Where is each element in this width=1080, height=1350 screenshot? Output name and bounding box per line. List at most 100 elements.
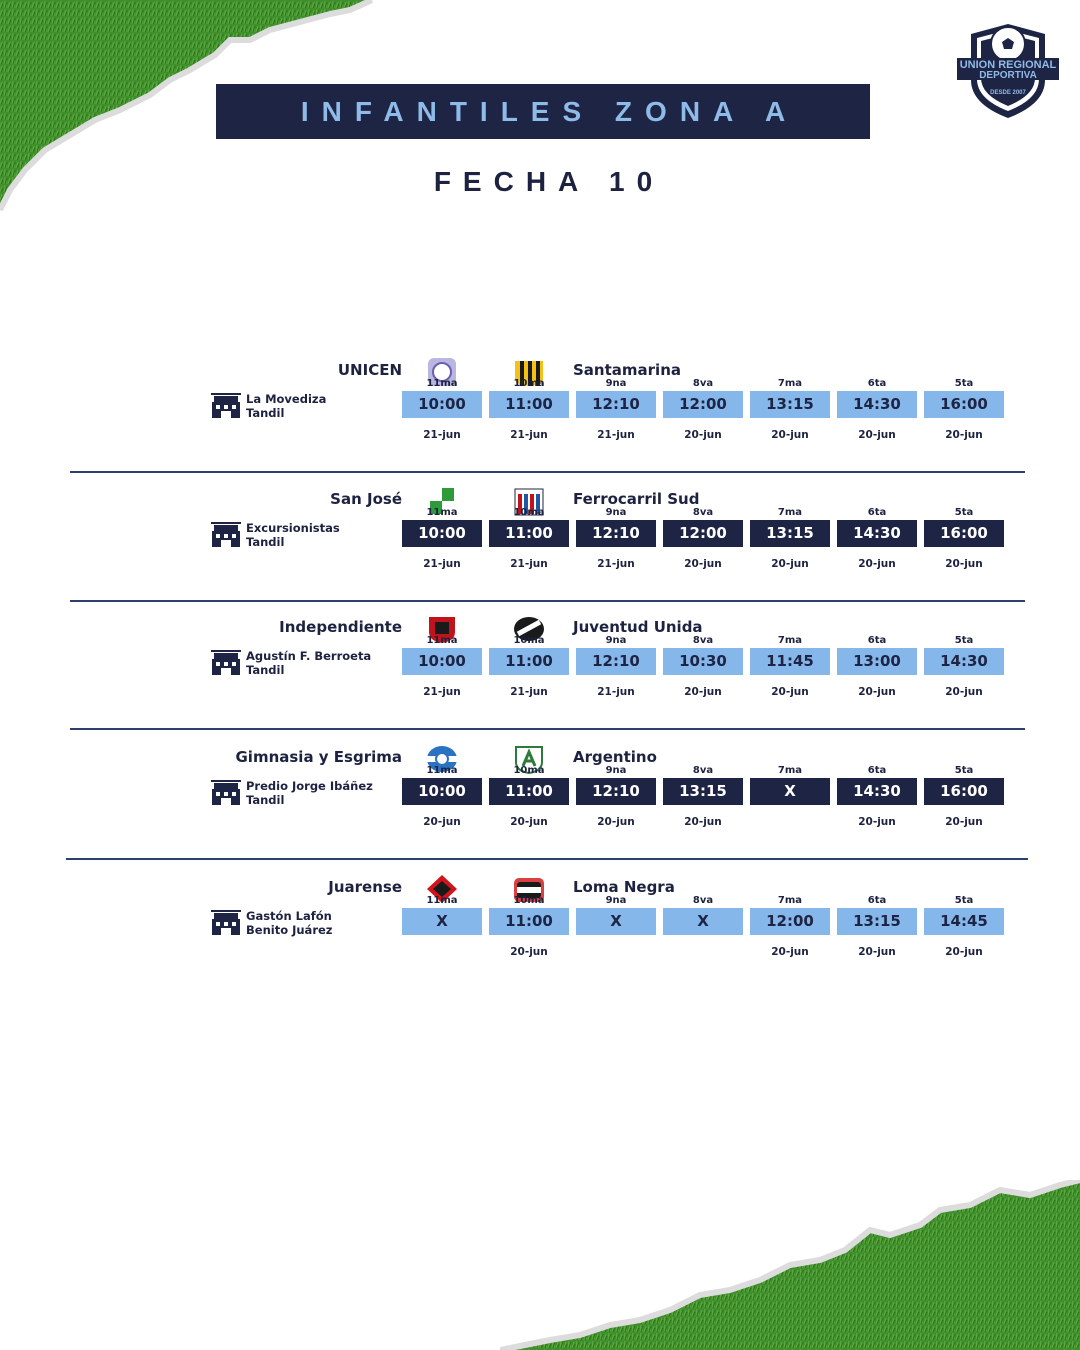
category-label: 5ta: [954, 765, 974, 776]
stadium-icon: [211, 780, 241, 805]
kickoff-time: 12:10: [576, 391, 656, 418]
category-column: 9na 12:10 21-jun: [576, 506, 656, 572]
kickoff-time: X: [663, 908, 743, 935]
category-column: 6ta 13:00 20-jun: [837, 634, 917, 700]
kickoff-time: 13:15: [837, 908, 917, 935]
kickoff-time: X: [402, 908, 482, 935]
match-date: [663, 946, 743, 960]
match-date: [750, 816, 830, 830]
venue-city: Benito Juárez: [246, 923, 333, 937]
home-team-crest-icon: [430, 488, 454, 514]
category-column: 5ta 16:00 20-jun: [924, 506, 1004, 572]
venue-city: Tandil: [246, 406, 285, 420]
match-date: 20-jun: [684, 686, 722, 698]
category-label: 11ma: [426, 378, 458, 389]
venue-name: Predio Jorge Ibáñez: [246, 779, 373, 793]
kickoff-time: 10:00: [402, 648, 482, 675]
category-column: 8va X: [663, 894, 743, 960]
title-banner: INFANTILES ZONA A: [216, 84, 870, 139]
category-column: 5ta 16:00 20-jun: [924, 377, 1004, 443]
category-label: 10ma: [513, 895, 545, 906]
category-column: 8va 10:30 20-jun: [663, 634, 743, 700]
kickoff-time: 13:15: [663, 778, 743, 805]
category-label: 7ma: [777, 635, 803, 646]
category-column: 11ma 10:00 21-jun: [402, 634, 482, 700]
match-date: 20-jun: [945, 429, 983, 441]
logo-since: DESDE 2007: [990, 90, 1026, 96]
category-label: 11ma: [426, 765, 458, 776]
match-date: 20-jun: [858, 946, 896, 958]
category-column: 10ma 11:00 21-jun: [489, 506, 569, 572]
kickoff-time: X: [750, 778, 830, 805]
category-column: 7ma 12:00 20-jun: [750, 894, 830, 960]
match-date: 20-jun: [597, 816, 635, 828]
home-team-name: San José: [330, 490, 402, 508]
kickoff-time: 13:00: [837, 648, 917, 675]
stadium-icon: [211, 910, 241, 935]
venue-city: Tandil: [246, 535, 285, 549]
category-label: 10ma: [513, 378, 545, 389]
match-date: 20-jun: [510, 816, 548, 828]
kickoff-time: 13:15: [750, 391, 830, 418]
category-label: 8va: [692, 765, 714, 776]
venue: Excursionistas Tandil: [210, 521, 400, 555]
venue-text: Gastón Lafón Benito Juárez: [246, 909, 333, 937]
category-column: 7ma 11:45 20-jun: [750, 634, 830, 700]
grass-corner-bottom-right: [500, 1180, 1080, 1350]
kickoff-time: 11:00: [489, 648, 569, 675]
kickoff-time: 10:00: [402, 778, 482, 805]
match-date: 20-jun: [771, 558, 809, 570]
kickoff-time: 11:00: [489, 520, 569, 547]
kickoff-time: 14:30: [837, 520, 917, 547]
match-separator: [66, 858, 1028, 860]
stadium-icon: [211, 522, 241, 547]
category-column: 9na X: [576, 894, 656, 960]
category-column: 8va 12:00 20-jun: [663, 377, 743, 443]
stadium-icon: [211, 650, 241, 675]
away-team-crest-icon: [514, 617, 544, 641]
match-date: 20-jun: [423, 816, 461, 828]
kickoff-time: 11:00: [489, 391, 569, 418]
kickoff-time: 10:00: [402, 391, 482, 418]
category-label: 6ta: [867, 378, 887, 389]
category-column: 8va 12:00 20-jun: [663, 506, 743, 572]
category-label: 5ta: [954, 378, 974, 389]
home-team-name: Independiente: [279, 618, 402, 636]
category-label: 9na: [605, 895, 627, 906]
venue-name: Gastón Lafón: [246, 909, 332, 923]
match-date: 20-jun: [945, 946, 983, 958]
match-separator: [70, 600, 1025, 602]
match-date: 20-jun: [945, 558, 983, 570]
venue: Predio Jorge Ibáñez Tandil: [210, 779, 400, 813]
category-column: 5ta 16:00 20-jun: [924, 764, 1004, 830]
away-team-crest-icon: [515, 361, 543, 386]
match-date: 20-jun: [771, 686, 809, 698]
away-team-crest-icon: [514, 878, 544, 902]
category-column: 10ma 11:00 20-jun: [489, 764, 569, 830]
venue: Gastón Lafón Benito Juárez: [210, 909, 400, 943]
match-date: [402, 946, 482, 960]
home-team-crest-icon: [427, 746, 457, 772]
match-separator: [70, 471, 1025, 473]
kickoff-time: 12:00: [663, 391, 743, 418]
kickoff-time: 12:10: [576, 778, 656, 805]
category-column: 6ta 14:30 20-jun: [837, 764, 917, 830]
category-label: 5ta: [954, 895, 974, 906]
kickoff-time: 16:00: [924, 391, 1004, 418]
venue-text: La Movediza Tandil: [246, 392, 326, 420]
away-team-name: Argentino: [573, 748, 657, 766]
kickoff-time: 11:00: [489, 778, 569, 805]
kickoff-time: 11:00: [489, 908, 569, 935]
match-date: 20-jun: [945, 686, 983, 698]
category-label: 10ma: [513, 765, 545, 776]
category-column: 9na 12:10 21-jun: [576, 377, 656, 443]
venue: La Movediza Tandil: [210, 392, 400, 426]
kickoff-time: 16:00: [924, 520, 1004, 547]
match-date: 20-jun: [684, 816, 722, 828]
match-date: 20-jun: [684, 429, 722, 441]
kickoff-time: 10:00: [402, 520, 482, 547]
